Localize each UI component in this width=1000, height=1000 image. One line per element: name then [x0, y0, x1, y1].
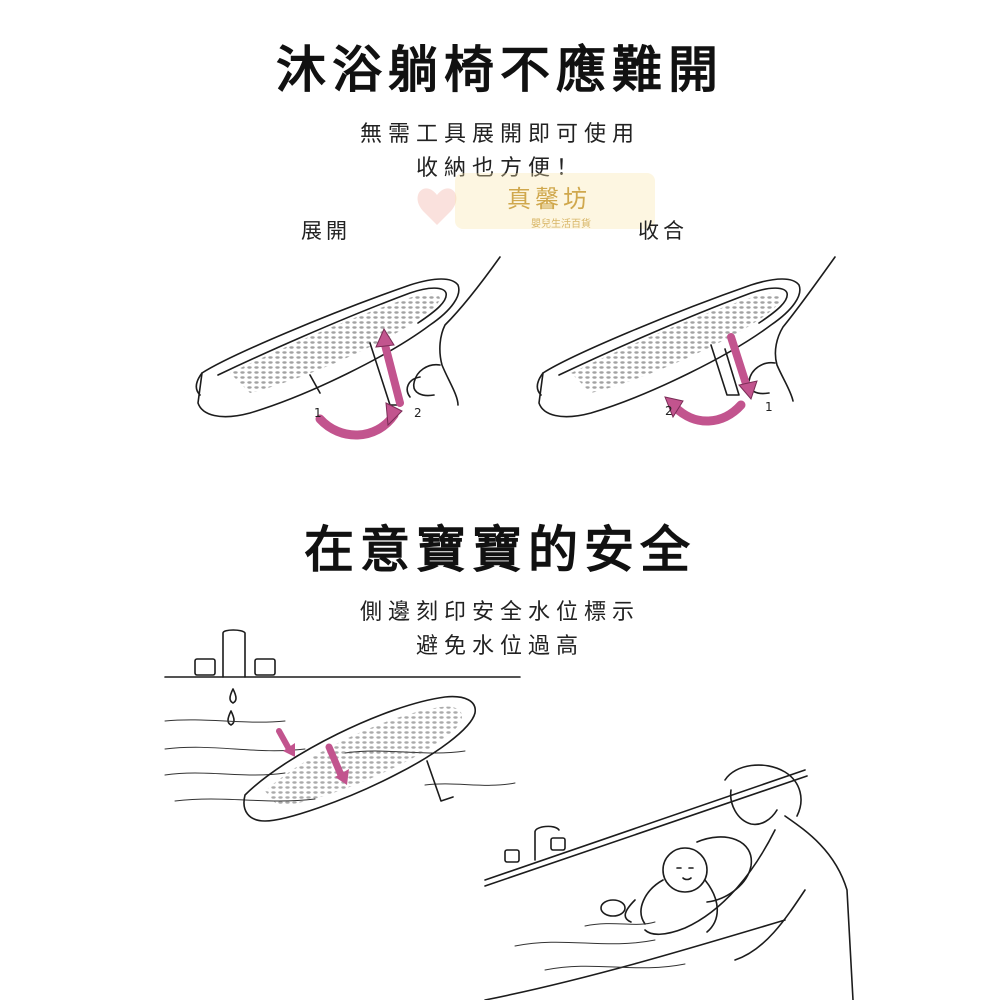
open-step-1: 1 — [314, 406, 322, 420]
close-step-1: 1 — [765, 400, 773, 414]
open-step-2: 2 — [414, 406, 422, 420]
label-close: 收合 — [638, 219, 688, 243]
section2-title: 在意寶寶的安全 — [304, 520, 696, 579]
parent-baby-illustration — [484, 764, 854, 1000]
close-step-2: 2 — [665, 404, 673, 418]
section1-title: 沐浴躺椅不應難開 — [276, 40, 724, 99]
section1-subtitle-line2: 收納也方便！ — [415, 156, 584, 181]
heart-icon — [417, 188, 457, 225]
section2-subtitle-line1: 側邊刻印安全水位標示 — [359, 600, 640, 625]
water-level-illustration — [164, 629, 521, 822]
section2-subtitle-line2: 避免水位過高 — [415, 634, 584, 659]
section1-subtitle-line1: 無需工具展開即可使用 — [359, 122, 640, 147]
watermark-name: 真馨坊 — [507, 185, 591, 213]
open-illustration: 1 2 — [195, 256, 501, 440]
watermark-logo: 真馨坊 嬰兒生活百貨 — [417, 173, 655, 230]
close-illustration: 2 1 — [536, 256, 836, 426]
label-open: 展開 — [301, 219, 351, 243]
watermark-tagline: 嬰兒生活百貨 — [531, 217, 591, 230]
